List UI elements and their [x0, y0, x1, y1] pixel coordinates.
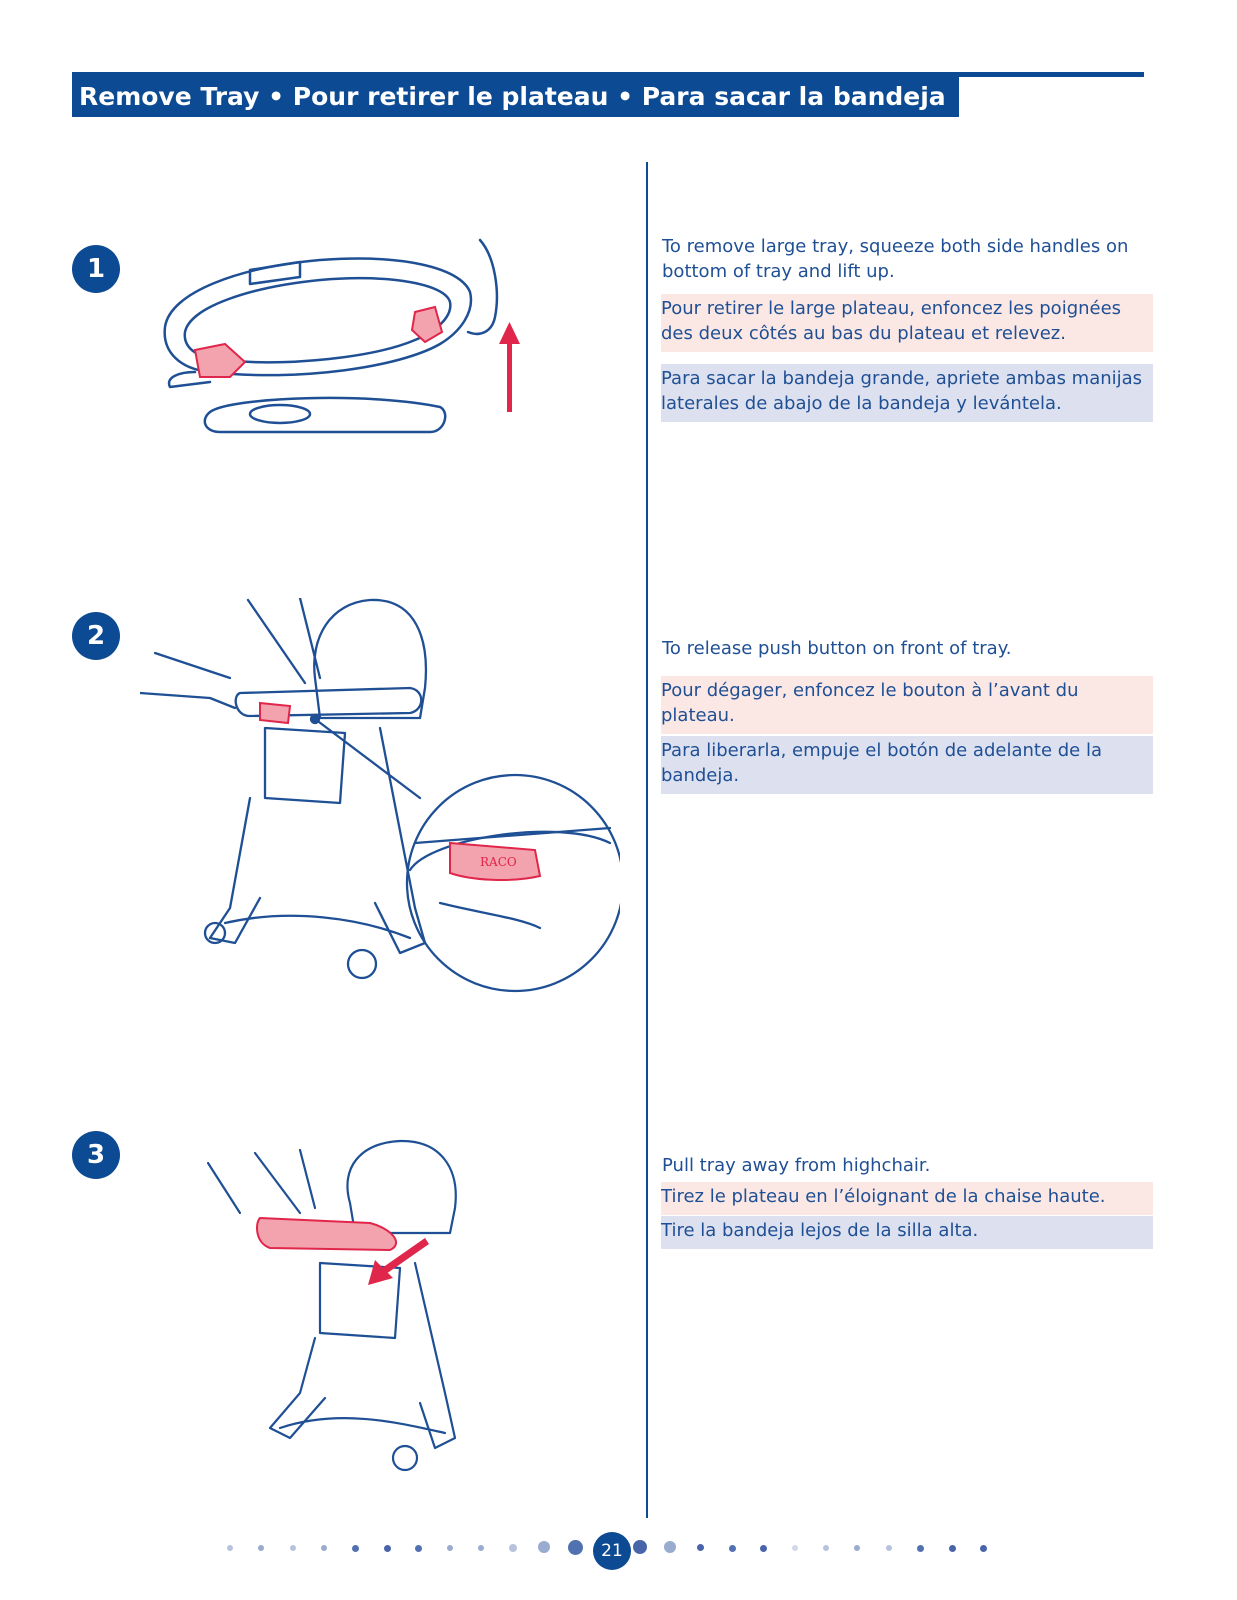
step-3-text-en: Pull tray away from highchair.	[662, 1155, 931, 1176]
page-dot	[980, 1545, 987, 1552]
step-2-illustration: RACO	[140, 598, 620, 993]
page-dot	[384, 1545, 391, 1552]
column-divider	[646, 162, 648, 1518]
step-1-number: 1	[72, 245, 120, 293]
step-3-illustration	[206, 1139, 457, 1472]
page-dot	[664, 1541, 676, 1553]
step-1-text-en: To remove large tray, squeeze both side …	[662, 236, 1129, 282]
title-rule	[72, 72, 1144, 77]
page-dots	[0, 1528, 1237, 1568]
page-dot	[917, 1545, 924, 1552]
step-1-text-es: Para sacar la bandeja grande, apriete am…	[661, 364, 1153, 422]
step-2-text-es: Para liberarla, empuje el botón de adela…	[661, 736, 1153, 794]
page-dot	[509, 1544, 517, 1552]
step-3-text-es: Tire la bandeja lejos de la silla alta.	[661, 1216, 1153, 1249]
step-3-number: 3	[72, 1131, 120, 1179]
page-dot	[352, 1545, 359, 1552]
page-dot	[633, 1540, 647, 1554]
step-1-illustration	[163, 238, 520, 434]
step-2-text-en: To release push button on front of tray.	[662, 638, 1012, 659]
page-dot	[697, 1544, 704, 1551]
page-dot	[447, 1545, 453, 1551]
step-1-text-fr: Pour retirer le large plateau, enfoncez …	[661, 294, 1153, 352]
page-dot	[792, 1545, 798, 1551]
page-number: 21	[593, 1532, 631, 1570]
page-dot	[290, 1545, 296, 1551]
page-dot	[854, 1545, 860, 1551]
page-dot	[949, 1545, 956, 1552]
step-2-number: 2	[72, 612, 120, 660]
step-2-text-fr: Pour dégager, enfoncez le bouton à l’ava…	[661, 676, 1153, 734]
page-dot	[760, 1545, 767, 1552]
brand-mark-label: RACO	[480, 855, 517, 869]
page-dot	[415, 1545, 422, 1552]
page-dot	[258, 1545, 264, 1551]
page-dot	[478, 1545, 484, 1551]
page-title: Remove Tray • Pour retirer le plateau • …	[72, 77, 959, 117]
page-dot	[886, 1545, 892, 1551]
step-3-text-fr: Tirez le plateau en l’éloignant de la ch…	[661, 1182, 1153, 1215]
page-dot	[729, 1545, 736, 1552]
page-dot	[568, 1540, 583, 1555]
page-dot	[321, 1545, 327, 1551]
page-dot	[823, 1545, 829, 1551]
page-dot	[538, 1541, 550, 1553]
page-dot	[227, 1545, 233, 1551]
